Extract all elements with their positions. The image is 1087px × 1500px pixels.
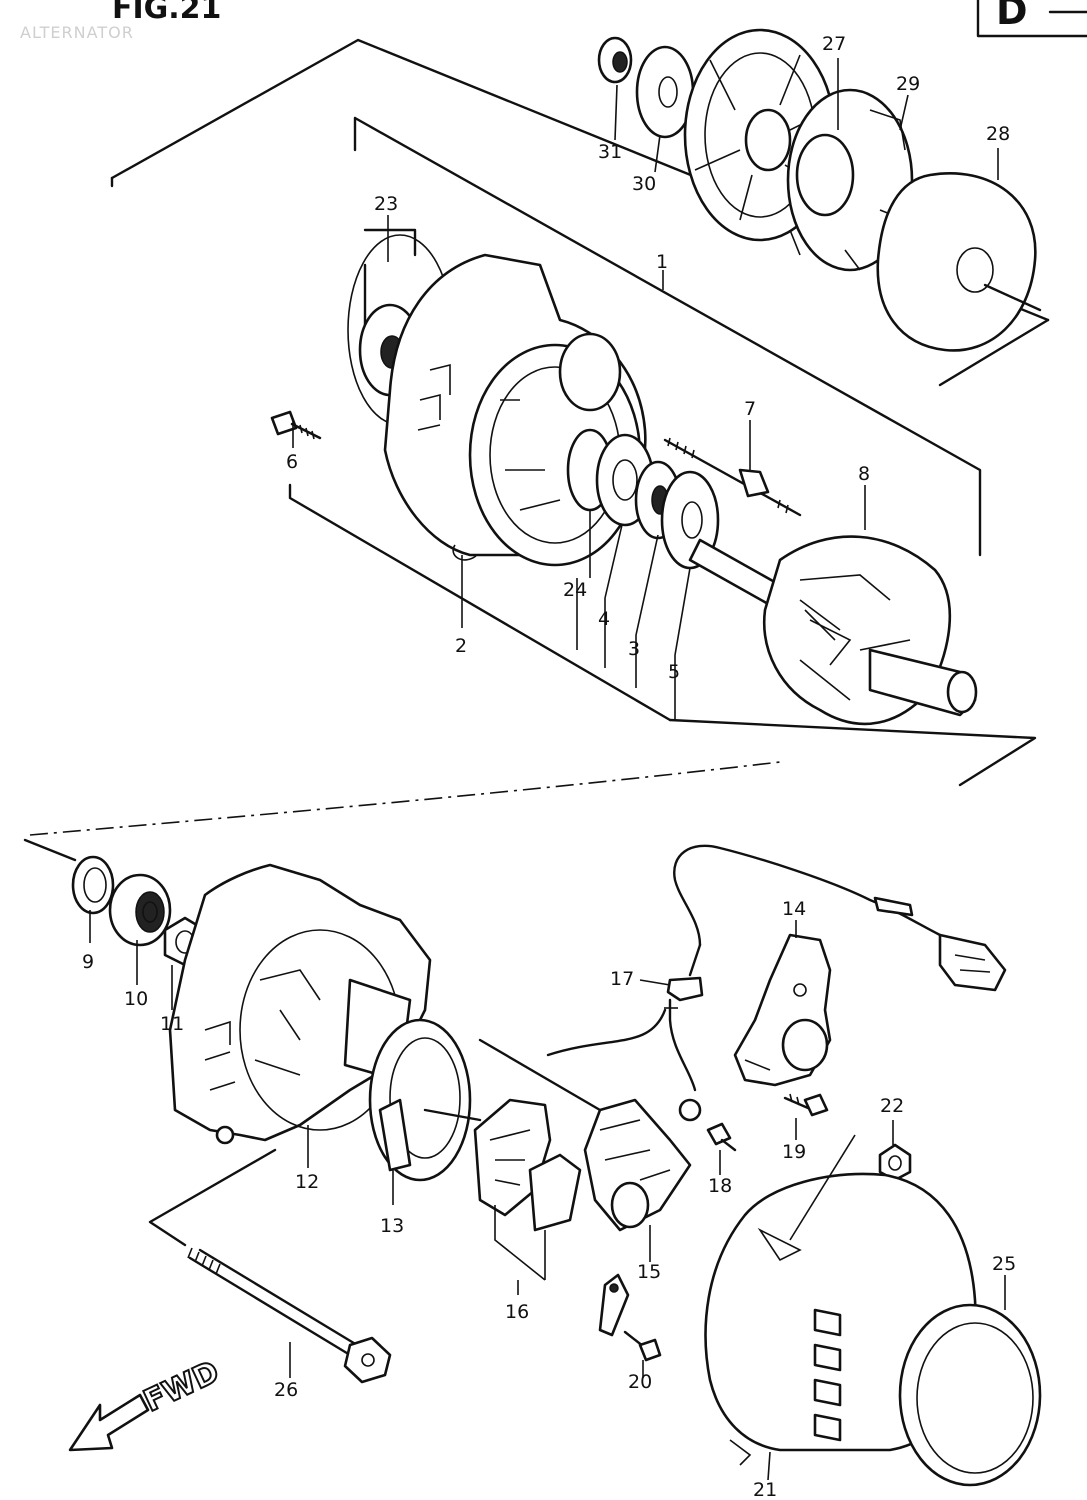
stud-7 xyxy=(663,437,802,517)
callout-29: 29 xyxy=(896,73,920,95)
callout-16: 16 xyxy=(505,1301,529,1323)
rotor-29 xyxy=(786,88,914,272)
screw-19 xyxy=(783,1093,829,1117)
leader-lines-upper xyxy=(292,58,999,720)
screw-18 xyxy=(706,1122,737,1152)
callout-labels: 1 2 3 4 5 6 7 8 9 10 11 12 13 14 15 16 1… xyxy=(82,33,1016,1500)
nut-22 xyxy=(878,1143,912,1182)
callout-21: 21 xyxy=(753,1479,777,1500)
cap-25 xyxy=(898,1303,1042,1487)
bracket-housing-2 xyxy=(383,253,647,567)
stator-28 xyxy=(876,172,1042,352)
callout-1: 1 xyxy=(656,251,668,273)
callout-7: 7 xyxy=(744,398,756,420)
callout-13: 13 xyxy=(380,1215,404,1237)
callout-30: 30 xyxy=(632,173,656,195)
washer-9 xyxy=(71,855,115,915)
callout-9: 9 xyxy=(82,951,94,973)
callout-19: 19 xyxy=(782,1141,806,1163)
callout-17: 17 xyxy=(610,968,634,990)
bracket-14 xyxy=(733,933,832,1087)
callout-20: 20 xyxy=(628,1371,652,1393)
callout-5: 5 xyxy=(668,661,680,683)
callout-3: 3 xyxy=(628,638,640,660)
callout-4: 4 xyxy=(598,608,610,630)
callout-27: 27 xyxy=(822,33,846,55)
callout-15: 15 xyxy=(637,1261,661,1283)
callout-2: 2 xyxy=(455,635,467,657)
regulator-15 xyxy=(583,1098,692,1232)
pulley-nut-31 xyxy=(597,36,633,84)
rear-housing-12 xyxy=(168,863,432,1145)
callout-12: 12 xyxy=(295,1171,319,1193)
callout-25: 25 xyxy=(992,1253,1016,1275)
callout-26: 26 xyxy=(274,1379,298,1401)
bolt-6 xyxy=(270,410,322,440)
callout-23: 23 xyxy=(374,193,398,215)
callout-14: 14 xyxy=(782,898,806,920)
brush-holder-16 xyxy=(473,1098,582,1232)
assembly-outline-2 xyxy=(23,838,667,1247)
callout-24: 24 xyxy=(563,579,587,601)
callout-10: 10 xyxy=(124,988,148,1010)
forward-arrow: FWD xyxy=(68,1353,226,1452)
svg-text:FWD: FWD xyxy=(139,1354,225,1419)
callout-28: 28 xyxy=(986,123,1010,145)
screw-20 xyxy=(598,1273,662,1362)
callout-8: 8 xyxy=(858,463,870,485)
callout-31: 31 xyxy=(598,141,622,163)
figure-title: FIG.21 xyxy=(112,0,221,26)
leader-lines-lower xyxy=(89,910,1006,1481)
wire-harness-17 xyxy=(664,844,1007,1122)
bearing-10 xyxy=(108,873,172,947)
svg-text:D: D xyxy=(996,0,1028,33)
through-bolt-26 xyxy=(187,1247,392,1384)
separator-line xyxy=(29,761,781,836)
figure-subtitle: ALTERNATOR xyxy=(20,23,134,42)
section-badge: D xyxy=(976,0,1087,38)
rectifier-13 xyxy=(368,1018,482,1182)
callout-18: 18 xyxy=(708,1175,732,1197)
callout-6: 6 xyxy=(286,451,298,473)
rotor-shaft-8 xyxy=(688,535,978,726)
callout-22: 22 xyxy=(880,1095,904,1117)
callout-11: 11 xyxy=(160,1013,184,1035)
